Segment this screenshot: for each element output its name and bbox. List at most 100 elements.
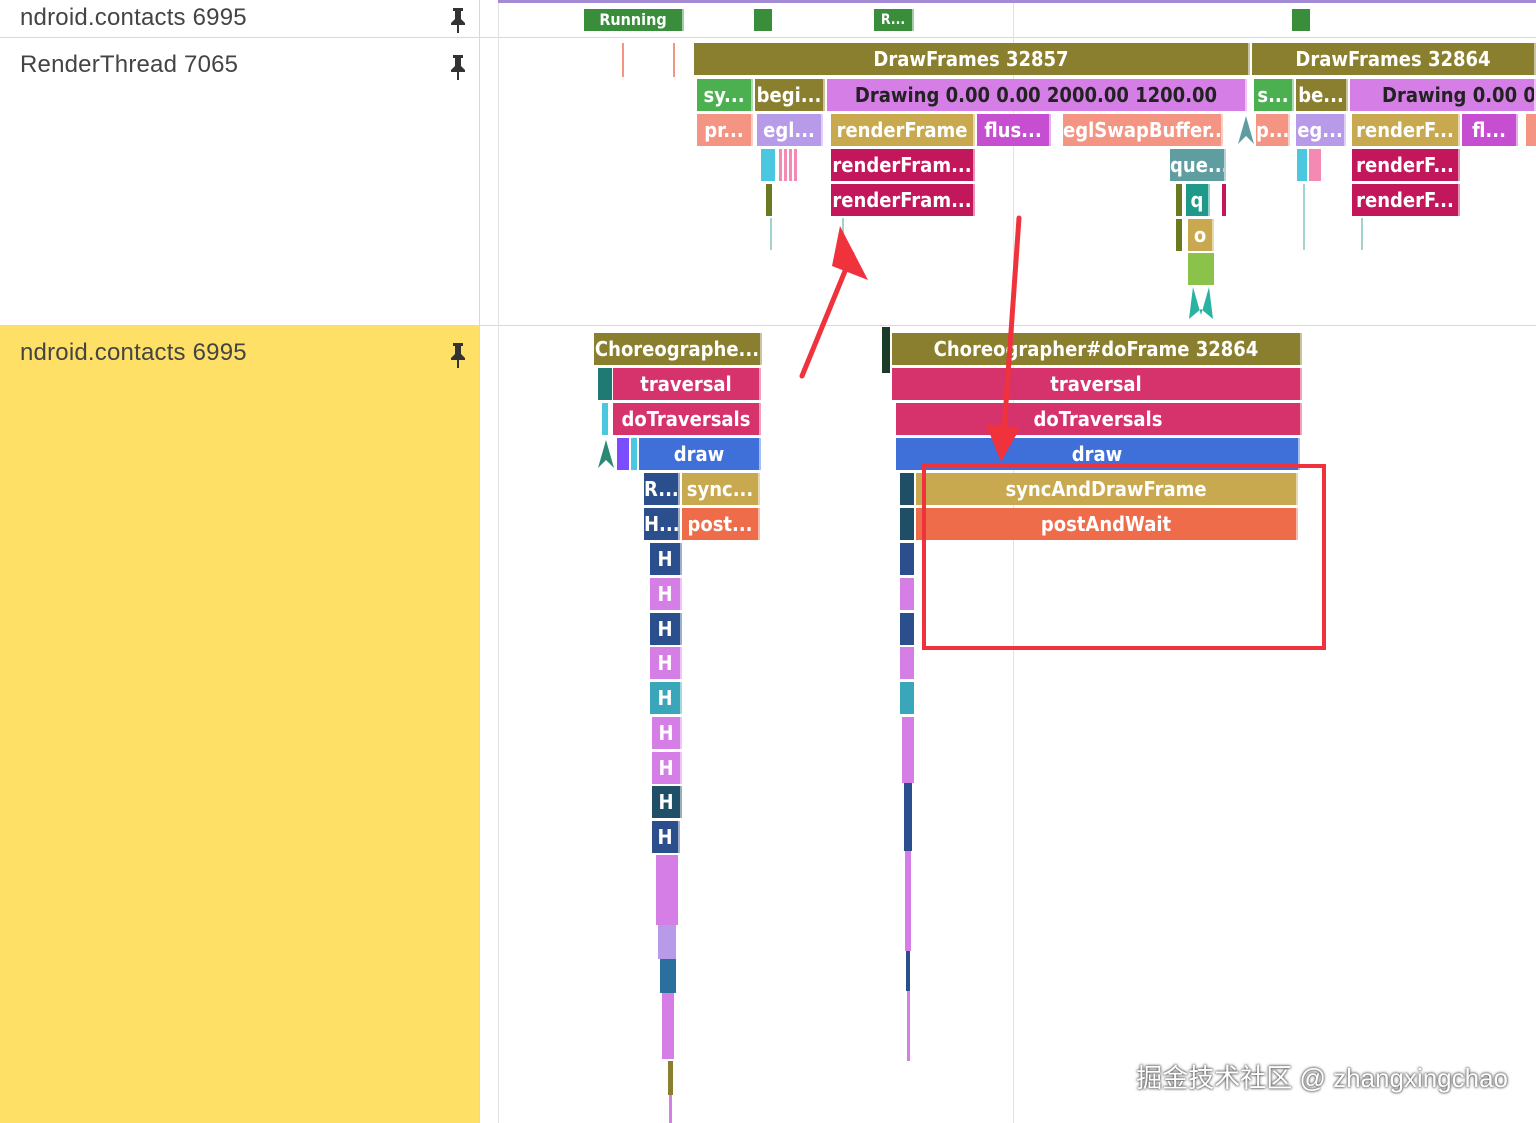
arrow-icon bbox=[986, 215, 1022, 462]
slice-mark bbox=[1526, 114, 1536, 146]
state-runnable[interactable]: R... bbox=[874, 9, 914, 31]
slice-handler[interactable]: H bbox=[652, 821, 680, 853]
chevron-icon bbox=[1189, 287, 1213, 319]
track-label-render-thread: RenderThread 7065 bbox=[0, 37, 480, 325]
slice-mark bbox=[1188, 253, 1214, 285]
slice-mark bbox=[673, 43, 675, 77]
slice-queue[interactable]: que... bbox=[1170, 149, 1226, 181]
slice-mark bbox=[904, 783, 912, 851]
slice-o[interactable]: o bbox=[1188, 219, 1214, 251]
pin-icon[interactable] bbox=[448, 53, 468, 81]
slice-q[interactable]: q bbox=[1186, 184, 1210, 216]
slice-drawing[interactable]: Drawing 0.00 0. bbox=[1350, 79, 1536, 111]
slice-mark bbox=[660, 959, 676, 993]
slice-begin-frame[interactable]: be... bbox=[1296, 79, 1348, 111]
slice-handler[interactable]: H bbox=[652, 752, 682, 784]
slice-do-traversals[interactable]: doTraversals bbox=[613, 403, 761, 435]
slice-traversal[interactable]: traversal bbox=[892, 368, 1302, 400]
slice-handler[interactable]: H bbox=[650, 613, 682, 645]
track-name-main-thread: ndroid.contacts 6995 bbox=[20, 339, 247, 366]
slice-mark bbox=[842, 218, 844, 238]
slice-mark bbox=[631, 438, 637, 470]
slice-mark bbox=[900, 508, 914, 540]
slice-mark bbox=[907, 991, 910, 1061]
slice-handler[interactable]: H... bbox=[644, 508, 680, 540]
slice-mark bbox=[900, 682, 914, 714]
slice-handler[interactable]: H bbox=[650, 543, 682, 575]
grid-line bbox=[498, 0, 499, 1123]
slice-egl-swap-buffers[interactable]: eglSwapBuffer... bbox=[1063, 114, 1223, 146]
slice-mark bbox=[656, 855, 678, 925]
slice-choreographer-doframe[interactable]: Choreographer#doFrame 32864 bbox=[892, 333, 1302, 365]
slice-render-frame[interactable]: renderF... bbox=[1352, 184, 1460, 216]
slice-sync-and-draw-frame[interactable]: syncAndDrawFrame bbox=[916, 473, 1298, 505]
slice-sync[interactable]: sy... bbox=[697, 79, 753, 111]
arrow-icon bbox=[799, 226, 868, 379]
slice-do-traversals[interactable]: doTraversals bbox=[896, 403, 1302, 435]
track-separator bbox=[0, 325, 1536, 326]
slice-mark bbox=[622, 43, 624, 77]
slice-render-frame[interactable]: renderF... bbox=[1352, 114, 1460, 146]
slice-mark bbox=[1176, 219, 1182, 251]
slice-mark bbox=[617, 438, 629, 470]
slice-prepare[interactable]: pr... bbox=[697, 114, 753, 146]
slice-mark bbox=[662, 993, 674, 1059]
slice-flush[interactable]: flus... bbox=[977, 114, 1051, 146]
slice-runnable[interactable]: R... bbox=[644, 473, 680, 505]
slice-render-frame[interactable]: renderFram... bbox=[831, 149, 975, 181]
slice-handler[interactable]: H bbox=[650, 682, 682, 714]
slice-mark bbox=[761, 149, 775, 181]
slice-mark bbox=[900, 647, 914, 679]
slice-mark bbox=[882, 327, 890, 373]
slice-mark bbox=[1297, 149, 1307, 181]
watermark: 掘金技术社区 @ zhangxingchao bbox=[1136, 1063, 1508, 1093]
slice-handler[interactable]: H bbox=[652, 717, 682, 749]
slice-flush[interactable]: fl... bbox=[1462, 114, 1518, 146]
slice-draw[interactable]: draw bbox=[639, 438, 761, 470]
track-label-top: ndroid.contacts 6995 bbox=[0, 0, 480, 37]
track-name-render-thread: RenderThread 7065 bbox=[20, 51, 239, 78]
slice-egl[interactable]: eg... bbox=[1296, 114, 1346, 146]
state-running[interactable]: Running bbox=[584, 9, 684, 31]
slice-render-frame[interactable]: renderF... bbox=[1352, 149, 1460, 181]
slice-traversal[interactable]: traversal bbox=[613, 368, 761, 400]
slice-mark bbox=[1176, 184, 1182, 216]
slice-drawframes[interactable]: DrawFrames 32857 bbox=[694, 43, 1250, 75]
slice-mark bbox=[598, 368, 612, 400]
slice-mark bbox=[669, 1095, 672, 1123]
slice-handler[interactable]: H bbox=[650, 647, 682, 679]
slice-drawframes[interactable]: DrawFrames 32864 bbox=[1252, 43, 1536, 75]
slice-mark bbox=[602, 403, 608, 435]
slice-begin-frame[interactable]: begi... bbox=[755, 79, 825, 111]
main-thread-track: Choreographe... traversal doTraversals d… bbox=[480, 325, 1536, 1123]
slice-mark bbox=[658, 925, 676, 959]
slice-mark bbox=[902, 717, 914, 783]
slice-mark bbox=[1309, 149, 1321, 181]
pin-icon[interactable] bbox=[448, 341, 468, 369]
slice-drawing[interactable]: Drawing 0.00 0.00 2000.00 1200.00 bbox=[827, 79, 1247, 111]
slice-mark bbox=[900, 473, 914, 505]
slice-prepare[interactable]: p... bbox=[1256, 114, 1290, 146]
render-thread-track: DrawFrames 32857 DrawFrames 32864 sy... … bbox=[480, 37, 1536, 325]
slice-mark bbox=[900, 613, 914, 645]
slice-mark bbox=[766, 184, 772, 216]
slice-mark bbox=[1303, 184, 1305, 250]
slice-handler[interactable]: H bbox=[652, 786, 682, 818]
slice-handler[interactable]: H bbox=[650, 578, 682, 610]
state-track: Running R... bbox=[480, 0, 1536, 37]
slice-mark bbox=[770, 218, 772, 250]
state-strip bbox=[498, 0, 1536, 3]
slice-mark bbox=[900, 578, 914, 610]
slice-mark bbox=[668, 1061, 673, 1095]
slice-mark bbox=[906, 951, 910, 991]
slice-mark bbox=[1361, 218, 1363, 250]
slice-egl[interactable]: egl... bbox=[757, 114, 823, 146]
pin-icon[interactable] bbox=[448, 6, 468, 34]
slice-post-and-wait[interactable]: postAndWait bbox=[916, 508, 1298, 540]
slice-sync[interactable]: s... bbox=[1254, 79, 1294, 111]
slice-sync[interactable]: sync... bbox=[682, 473, 760, 505]
slice-post[interactable]: post... bbox=[682, 508, 760, 540]
slice-render-frame[interactable]: renderFram... bbox=[831, 184, 975, 216]
slice-render-frame[interactable]: renderFrame bbox=[831, 114, 975, 146]
slice-choreographer-doframe[interactable]: Choreographe... bbox=[594, 333, 762, 365]
